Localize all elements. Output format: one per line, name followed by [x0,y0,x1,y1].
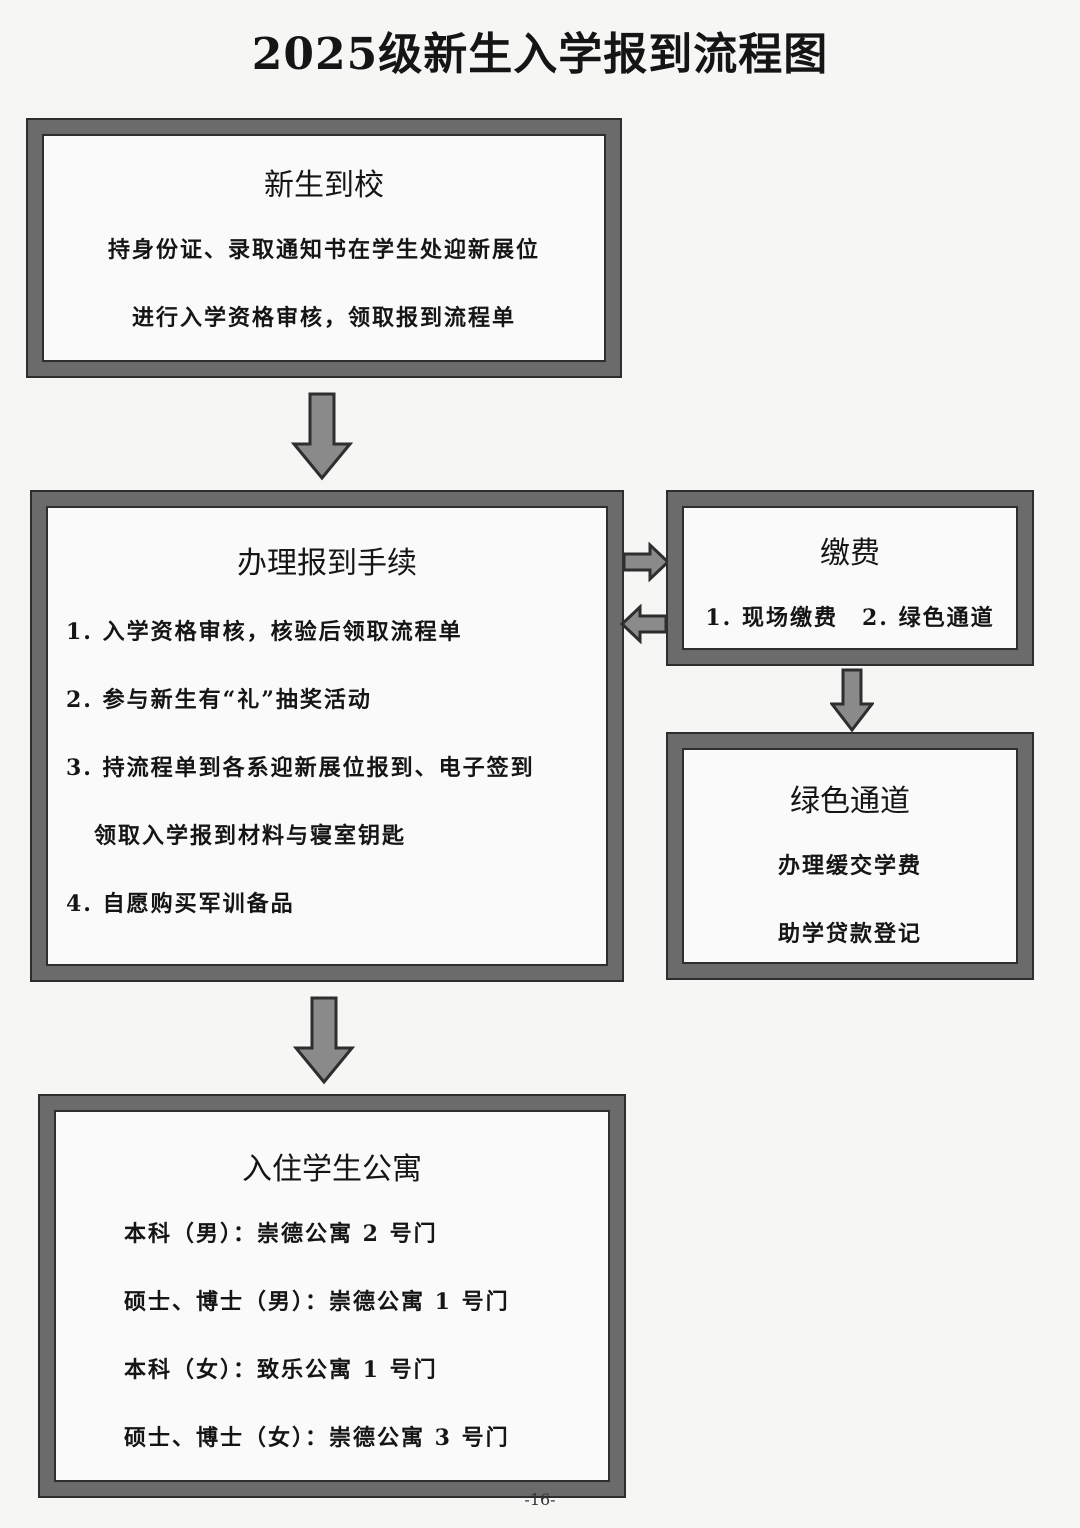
green-channel-box: 绿色通道 办理缓交学费 助学贷款登记 [668,734,1032,978]
arrow-left-icon [620,604,668,644]
arrival-box: 新生到校 持身份证、录取通知书在学生处迎新展位 进行入学资格审核，领取报到流程单 [28,120,620,376]
page-number: -16- [524,1490,556,1509]
dorm-line-2: 硕士、博士（男）：崇德公寓 1 号门 [124,1289,510,1315]
green-channel-line-1: 办理缓交学费 [777,853,922,879]
payment-box: 缴费 1. 现场缴费 2. 绿色通道 [668,492,1032,664]
arrow-right-icon [622,542,670,582]
registration-box-title: 办理报到手续 [237,546,417,581]
registration-box: 办理报到手续 1. 入学资格审核，核验后领取流程单 2. 参与新生有“礼”抽奖活… [32,492,622,980]
dorm-line-1: 本科（男）：崇德公寓 2 号门 [124,1221,438,1247]
green-channel-box-title: 绿色通道 [790,784,910,819]
arrow-down-icon [830,668,874,732]
arrow-down-icon [292,996,356,1085]
green-channel-line-2: 助学贷款登记 [777,921,922,947]
dorm-line-3: 本科（女）：致乐公寓 1 号门 [124,1357,438,1383]
dorm-box-title: 入住学生公寓 [242,1152,422,1187]
arrival-box-title: 新生到校 [264,168,384,203]
registration-step-2: 2. 参与新生有“礼”抽奖活动 [66,687,372,713]
arrow-down-icon [290,392,354,481]
payment-box-title: 缴费 [820,536,880,571]
payment-options: 1. 现场缴费 2. 绿色通道 [705,605,995,631]
registration-step-4: 4. 自愿购买军训备品 [66,891,295,917]
registration-step-3: 3. 持流程单到各系迎新展位报到、电子签到 [66,755,535,781]
dorm-line-4: 硕士、博士（女）：崇德公寓 3 号门 [124,1425,510,1451]
registration-step-1: 1. 入学资格审核，核验后领取流程单 [66,619,463,645]
registration-step-3b: 领取入学报到材料与寝室钥匙 [94,823,407,849]
arrival-line-2: 进行入学资格审核，领取报到流程单 [131,305,516,331]
page-title: 2025级新生入学报到流程图 [251,29,829,80]
arrival-line-1: 持身份证、录取通知书在学生处迎新展位 [107,237,540,263]
dorm-box: 入住学生公寓 本科（男）：崇德公寓 2 号门 硕士、博士（男）：崇德公寓 1 号… [40,1096,624,1496]
